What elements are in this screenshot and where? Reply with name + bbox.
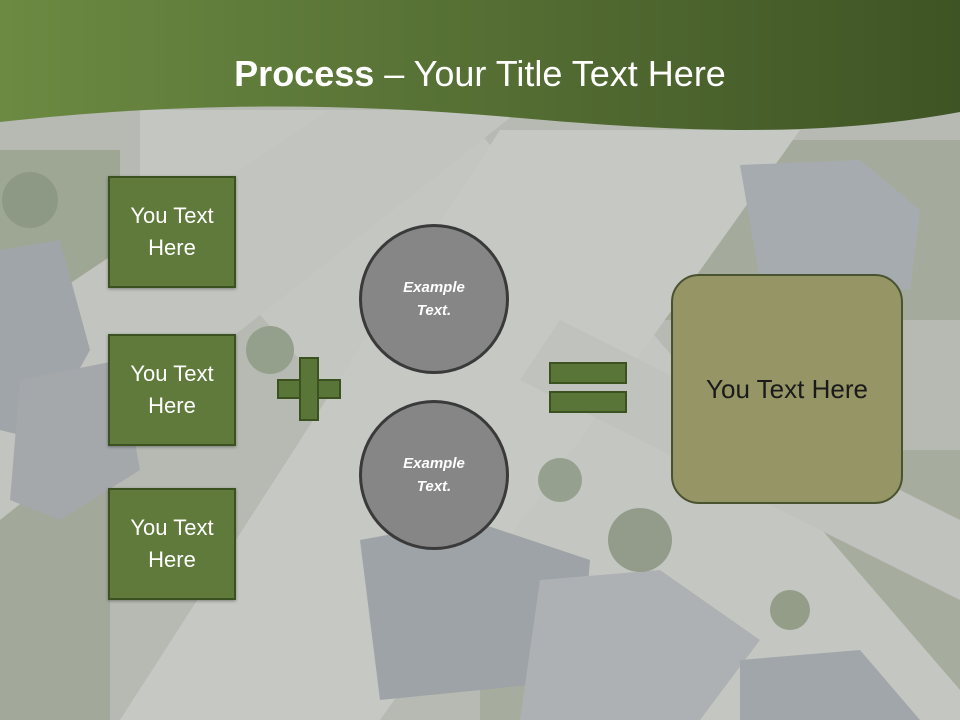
text-box-3[interactable]: You Text Here	[108, 488, 236, 600]
page-title: Process – Your Title Text Here	[0, 52, 960, 96]
header-band	[0, 0, 960, 130]
text-box-2[interactable]: You Text Here	[108, 334, 236, 446]
example-circle-2[interactable]: Example Text.	[359, 400, 509, 550]
text-box-3-label: You Text Here	[130, 515, 214, 572]
text-box-1[interactable]: You Text Here	[108, 176, 236, 288]
plus-icon	[277, 357, 341, 421]
text-box-1-label: You Text Here	[130, 203, 214, 260]
result-label: You Text Here	[706, 373, 868, 404]
equals-bar-bottom	[549, 391, 627, 413]
example-circle-1[interactable]: Example Text.	[359, 224, 509, 374]
example-circle-2-label: Example Text.	[403, 455, 465, 495]
equals-bar-top	[549, 362, 627, 384]
result-box[interactable]: You Text Here	[671, 274, 903, 504]
text-box-2-label: You Text Here	[130, 361, 214, 418]
example-circle-1-label: Example Text.	[403, 279, 465, 319]
title-rest: – Your Title Text Here	[374, 53, 726, 94]
title-bold: Process	[234, 53, 375, 94]
